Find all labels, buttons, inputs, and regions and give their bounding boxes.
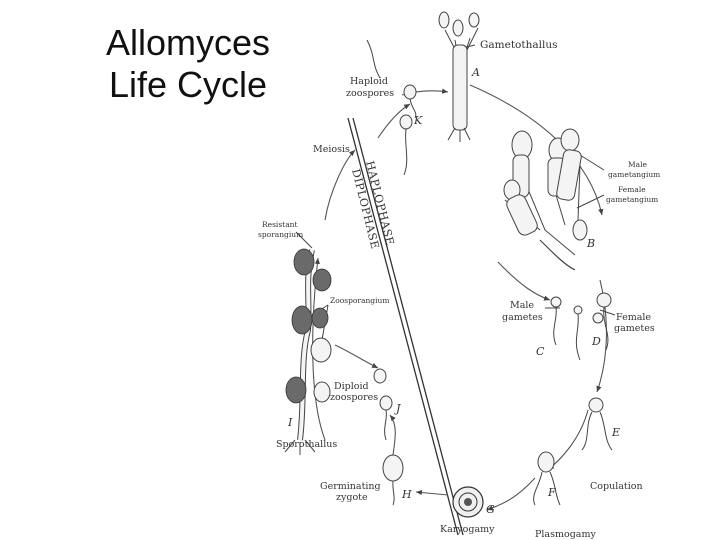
diploid-zoospores-figure [373, 368, 393, 441]
arrow-zoosporangium-to-diploid [334, 344, 379, 369]
letter-i: I [287, 416, 293, 429]
arrow-f-to-g [486, 477, 536, 511]
letter-f: F [547, 486, 556, 499]
haploid-zoospores-figure [366, 39, 417, 176]
plasmogamy-figure [533, 451, 561, 506]
slide-title: Allomyces Life Cycle [88, 22, 288, 106]
label-male-gametangium-1: Male [628, 160, 648, 169]
label-haploid-zoospores-2: zoospores [346, 88, 394, 99]
label-copulation: Copulation [590, 481, 643, 492]
letter-e: E [611, 426, 620, 439]
germinating-zygote-figure [382, 454, 404, 506]
gametangia-figure [503, 128, 588, 271]
letter-g: G [486, 503, 495, 516]
arrow-g-to-h [415, 489, 449, 496]
stage-letters: A B C D E F G H I J K [287, 66, 620, 516]
label-male-gametes-1: Male [510, 300, 534, 311]
label-plasmogamy: Plasmogamy [535, 529, 596, 540]
arrow-b-to-c [497, 261, 551, 301]
label-gametothallus: Gametothallus [480, 39, 557, 51]
label-female-gametes-1: Female [616, 312, 651, 323]
copulation-figure [581, 397, 613, 451]
label-germinating-zygote-2: zygote [336, 492, 368, 503]
arrow-h-to-j [389, 414, 396, 456]
letter-a: A [471, 66, 480, 79]
karyogamy-figure [452, 486, 484, 518]
letter-k: K [413, 114, 423, 127]
label-karyogamy: Karyogamy [440, 524, 495, 535]
title-line-2: Life Cycle [108, 64, 268, 105]
diagram-labels: Gametothallus Haploid zoospores Meiosis … [258, 39, 660, 540]
phase-divider [347, 117, 464, 536]
letter-b: B [586, 237, 595, 250]
gametothallus-figure [438, 11, 480, 142]
label-male-gametangium-2: gametangium [608, 170, 660, 179]
arrow-meiosis-to-k [377, 103, 411, 139]
title-line-1: Allomyces [105, 22, 271, 63]
gametes-figure [550, 292, 612, 361]
label-female-gametangium-2: gametangium [606, 195, 658, 204]
letter-d: D [591, 335, 601, 348]
label-zoosporangium: Zoosporangium [330, 296, 389, 305]
label-resistant-sporangium-1: Resistant [262, 220, 298, 229]
label-female-gametangium-1: Female [618, 185, 646, 194]
label-germinating-zygote-1: Germinating [320, 481, 381, 492]
letter-c: C [536, 345, 545, 358]
arrow-to-meiosis [324, 149, 356, 221]
sporothallus-figure [284, 248, 332, 455]
label-male-gametes-2: gametes [502, 312, 543, 323]
letter-j: J [394, 402, 401, 415]
label-meiosis: Meiosis [313, 144, 350, 155]
label-haploid-zoospores-1: Haploid [350, 76, 388, 87]
letter-h: H [401, 488, 412, 501]
label-sporothallus: Sporothallus [276, 439, 337, 450]
label-diploid-zoospores-1: Diploid [334, 381, 369, 392]
label-diploid-zoospores-2: zoospores [330, 392, 378, 403]
arrow-a-to-b [469, 84, 604, 216]
label-resistant-sporangium-2: sporangium [258, 230, 303, 239]
label-female-gametes-2: gametes [614, 323, 655, 334]
